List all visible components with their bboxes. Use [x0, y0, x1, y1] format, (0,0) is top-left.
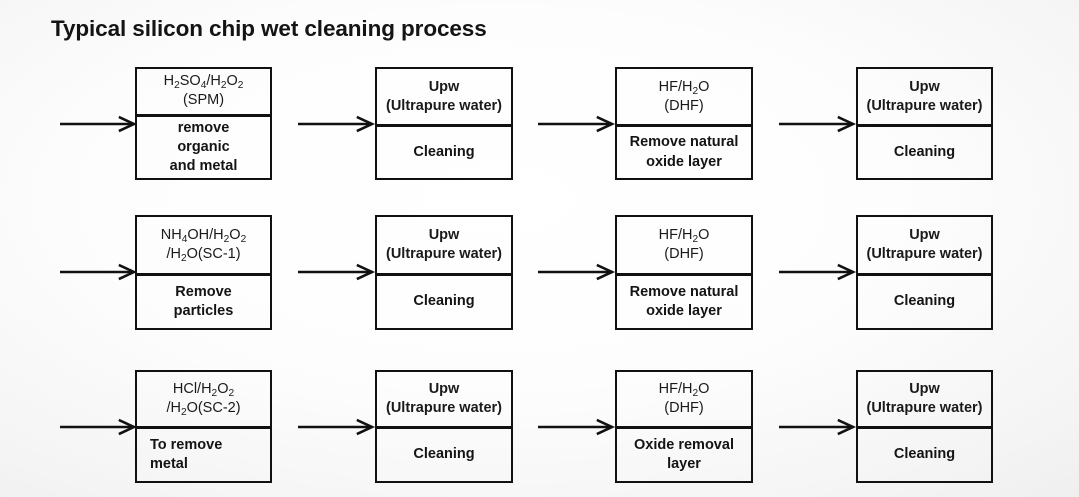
- node-r1c3-head: HF/H2O (DHF): [617, 69, 751, 127]
- arrow-row3-col0: [60, 418, 138, 444]
- body-line: Cleaning: [413, 143, 475, 160]
- body-line: layer: [667, 456, 701, 472]
- arrow-row1-col3: [779, 115, 857, 141]
- node-r1c1-body: remove organic and metal: [137, 117, 270, 178]
- arrow-row3-col1: [298, 418, 376, 444]
- arrow-row2-col2: [538, 263, 616, 289]
- chemical-alias: (DHF): [664, 400, 704, 416]
- body-line: To remove: [150, 436, 223, 453]
- chemical-formula: NH4OH/H2O2: [160, 227, 247, 245]
- chemical-formula: HCl/H2O2: [172, 381, 235, 399]
- body-line: particles: [173, 303, 234, 319]
- node-r1c3-body: Remove natural oxide layer: [617, 127, 751, 178]
- body-line: Cleaning: [413, 293, 475, 310]
- body-line: organic: [177, 138, 230, 155]
- node-r3c3-body: Oxide removal layer: [617, 429, 751, 481]
- node-r2c1-body: Remove particles: [137, 276, 270, 328]
- arrow-row1-col1: [298, 115, 376, 141]
- node-r3c2[interactable]: Upw (Ultrapure water) Cleaning: [375, 370, 513, 483]
- chemical-formula: H2SO4/H2O2: [163, 73, 244, 92]
- page-title: Typical silicon chip wet cleaning proces…: [51, 16, 487, 41]
- body-line: Cleaning: [893, 293, 956, 310]
- node-r2c2-body: Cleaning: [377, 276, 511, 328]
- node-r2c1-head: NH4OH/H2O2 /H2O(SC-1): [137, 217, 270, 276]
- chemical-formula-cont: /H2O(SC-2): [166, 400, 241, 418]
- water-sublabel: (Ultrapure water): [385, 246, 503, 262]
- arrow-row2-col0: [60, 263, 138, 289]
- chemical-formula-cont: /H2O(SC-1): [166, 246, 241, 264]
- node-r2c3[interactable]: HF/H2O (DHF) Remove natural oxide layer: [615, 215, 753, 330]
- water-sublabel: (Ultrapure water): [866, 246, 983, 262]
- node-r2c4[interactable]: Upw (Ultrapure water) Cleaning: [856, 215, 993, 330]
- body-line: oxide layer: [646, 153, 722, 170]
- water-sublabel: (Ultrapure water): [866, 400, 983, 416]
- water-label: Upw: [909, 227, 940, 244]
- node-r1c3[interactable]: HF/H2O (DHF) Remove natural oxide layer: [615, 67, 753, 180]
- node-r3c4-head: Upw (Ultrapure water): [858, 372, 991, 429]
- node-r3c4-body: Cleaning: [858, 429, 991, 481]
- water-label: Upw: [428, 78, 460, 95]
- arrow-row2-col1: [298, 263, 376, 289]
- arrow-row3-col3: [779, 418, 857, 444]
- node-r3c2-head: Upw (Ultrapure water): [377, 372, 511, 429]
- arrow-row3-col2: [538, 418, 616, 444]
- node-r1c4-head: Upw (Ultrapure water): [858, 69, 991, 127]
- node-r3c2-body: Cleaning: [377, 429, 511, 481]
- node-r3c4[interactable]: Upw (Ultrapure water) Cleaning: [856, 370, 993, 483]
- arrow-row1-col0: [60, 115, 138, 141]
- body-line: oxide layer: [646, 303, 722, 319]
- body-line: Oxide removal: [634, 436, 734, 453]
- water-label: Upw: [909, 381, 940, 398]
- node-r2c1[interactable]: NH4OH/H2O2 /H2O(SC-1) Remove particles: [135, 215, 272, 330]
- node-r2c2[interactable]: Upw (Ultrapure water) Cleaning: [375, 215, 513, 330]
- node-r3c1-head: HCl/H2O2 /H2O(SC-2): [137, 372, 270, 429]
- chemical-alias: (SPM): [182, 92, 225, 109]
- arrow-row2-col3: [779, 263, 857, 289]
- node-r2c4-head: Upw (Ultrapure water): [858, 217, 991, 276]
- water-sublabel: (Ultrapure water): [385, 97, 503, 114]
- body-line: metal: [150, 456, 188, 472]
- node-r1c2-body: Cleaning: [377, 127, 511, 178]
- water-sublabel: (Ultrapure water): [866, 97, 983, 114]
- body-line: Remove natural: [629, 283, 739, 300]
- node-r2c3-head: HF/H2O (DHF): [617, 217, 751, 276]
- node-r1c1[interactable]: H2SO4/H2O2 (SPM) remove organic and meta…: [135, 67, 272, 180]
- body-line: Cleaning: [413, 446, 475, 463]
- node-r1c2-head: Upw (Ultrapure water): [377, 69, 511, 127]
- body-line: Remove natural: [629, 134, 739, 151]
- body-line: Cleaning: [893, 446, 956, 463]
- body-line: Cleaning: [893, 143, 956, 160]
- chemical-formula: HF/H2O: [658, 227, 710, 245]
- node-r1c4-body: Cleaning: [858, 127, 991, 178]
- water-sublabel: (Ultrapure water): [385, 400, 503, 416]
- chemical-formula: HF/H2O: [658, 78, 710, 97]
- body-line: and metal: [169, 157, 238, 174]
- chemical-formula: HF/H2O: [658, 381, 710, 399]
- node-r3c1[interactable]: HCl/H2O2 /H2O(SC-2) To remove metal: [135, 370, 272, 483]
- water-label: Upw: [909, 78, 940, 95]
- node-r2c3-body: Remove natural oxide layer: [617, 276, 751, 328]
- node-r2c2-head: Upw (Ultrapure water): [377, 217, 511, 276]
- node-r2c4-body: Cleaning: [858, 276, 991, 328]
- body-line: remove: [177, 119, 230, 136]
- water-label: Upw: [428, 381, 460, 398]
- node-r1c4[interactable]: Upw (Ultrapure water) Cleaning: [856, 67, 993, 180]
- body-line: Remove: [175, 283, 232, 300]
- node-r3c3-head: HF/H2O (DHF): [617, 372, 751, 429]
- chemical-alias: (DHF): [664, 246, 704, 262]
- node-r1c1-head: H2SO4/H2O2 (SPM): [137, 69, 270, 117]
- node-r1c2[interactable]: Upw (Ultrapure water) Cleaning: [375, 67, 513, 180]
- arrow-row1-col2: [538, 115, 616, 141]
- water-label: Upw: [428, 227, 460, 244]
- node-r3c1-body: To remove metal: [137, 429, 270, 481]
- node-r3c3[interactable]: HF/H2O (DHF) Oxide removal layer: [615, 370, 753, 483]
- chemical-alias: (DHF): [664, 97, 704, 114]
